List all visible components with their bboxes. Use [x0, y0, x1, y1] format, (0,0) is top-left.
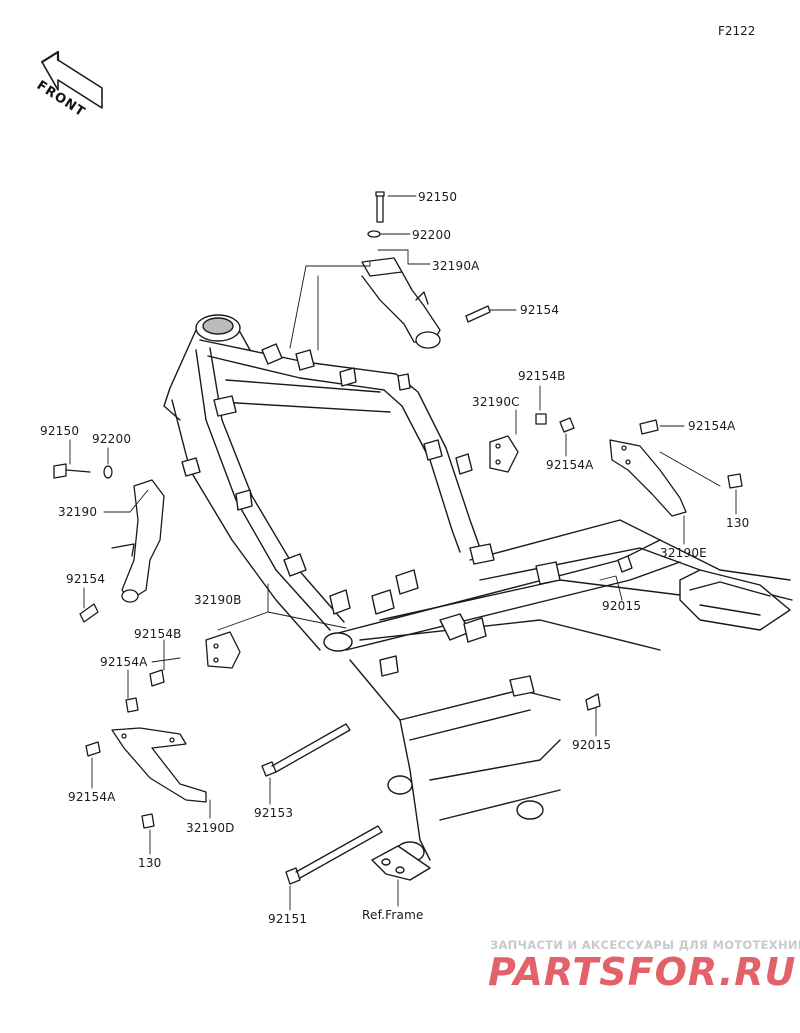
- bracket-32190: [53, 463, 165, 623]
- callout-32190A: 32190A: [432, 259, 480, 273]
- callout-92151: 92151: [268, 912, 308, 926]
- bracket-32190C: [489, 413, 575, 473]
- callout-92154A-left: 92154A: [100, 655, 148, 669]
- callout-32190B: 32190B: [194, 593, 242, 607]
- callout-92154A-right: 92154A: [688, 419, 736, 433]
- washer-92200-left: [103, 465, 113, 479]
- callout-92154A-mid: 92154A: [546, 458, 594, 472]
- callout-92150-left: 92150: [40, 424, 80, 438]
- callout-32190C: 32190C: [472, 395, 520, 409]
- down-tube-front: [195, 349, 331, 631]
- callout-92154-left: 92154: [66, 572, 106, 586]
- bracket-32190A: [361, 191, 491, 349]
- bracket-32190B: [125, 631, 241, 713]
- cross-tube-end: [323, 632, 353, 652]
- callout-92154A-lower: 92154A: [68, 790, 116, 804]
- bracket-32190D: [85, 727, 207, 829]
- washer-92200-top: [367, 230, 381, 238]
- callout-92015-upper: 92015: [602, 599, 642, 613]
- callout-92200-left: 92200: [92, 432, 132, 446]
- long-bolts: [261, 693, 601, 885]
- callout-130-right: 130: [726, 516, 750, 530]
- callout-130-left: 130: [138, 856, 162, 870]
- callout-32190E: 32190E: [660, 546, 707, 560]
- callout-92015-lower: 92015: [572, 738, 612, 752]
- frame-main: [163, 314, 793, 881]
- callout-32190: 32190: [58, 505, 98, 519]
- watermark-subtitle: ЗАПЧАСТИ И АКСЕССУАРЫ ДЛЯ МОТОТЕХНИКИ: [490, 938, 800, 952]
- watermark-brand: PARTSFOR.RU: [488, 950, 797, 994]
- front-arrow-icon: [40, 50, 103, 109]
- figure-code: F2122: [718, 24, 756, 38]
- callout-92154-top: 92154: [520, 303, 560, 317]
- callout-92154B-left: 92154B: [134, 627, 182, 641]
- callout-32190D: 32190D: [186, 821, 235, 835]
- callout-92154B-right: 92154B: [518, 369, 566, 383]
- leader-lines: [69, 195, 737, 911]
- callout-92200-top: 92200: [412, 228, 452, 242]
- bracket-32190E: [609, 419, 743, 573]
- callout-ref-frame: Ref.Frame: [362, 908, 424, 922]
- callout-92153: 92153: [254, 806, 294, 820]
- callout-92150-top: 92150: [418, 190, 458, 204]
